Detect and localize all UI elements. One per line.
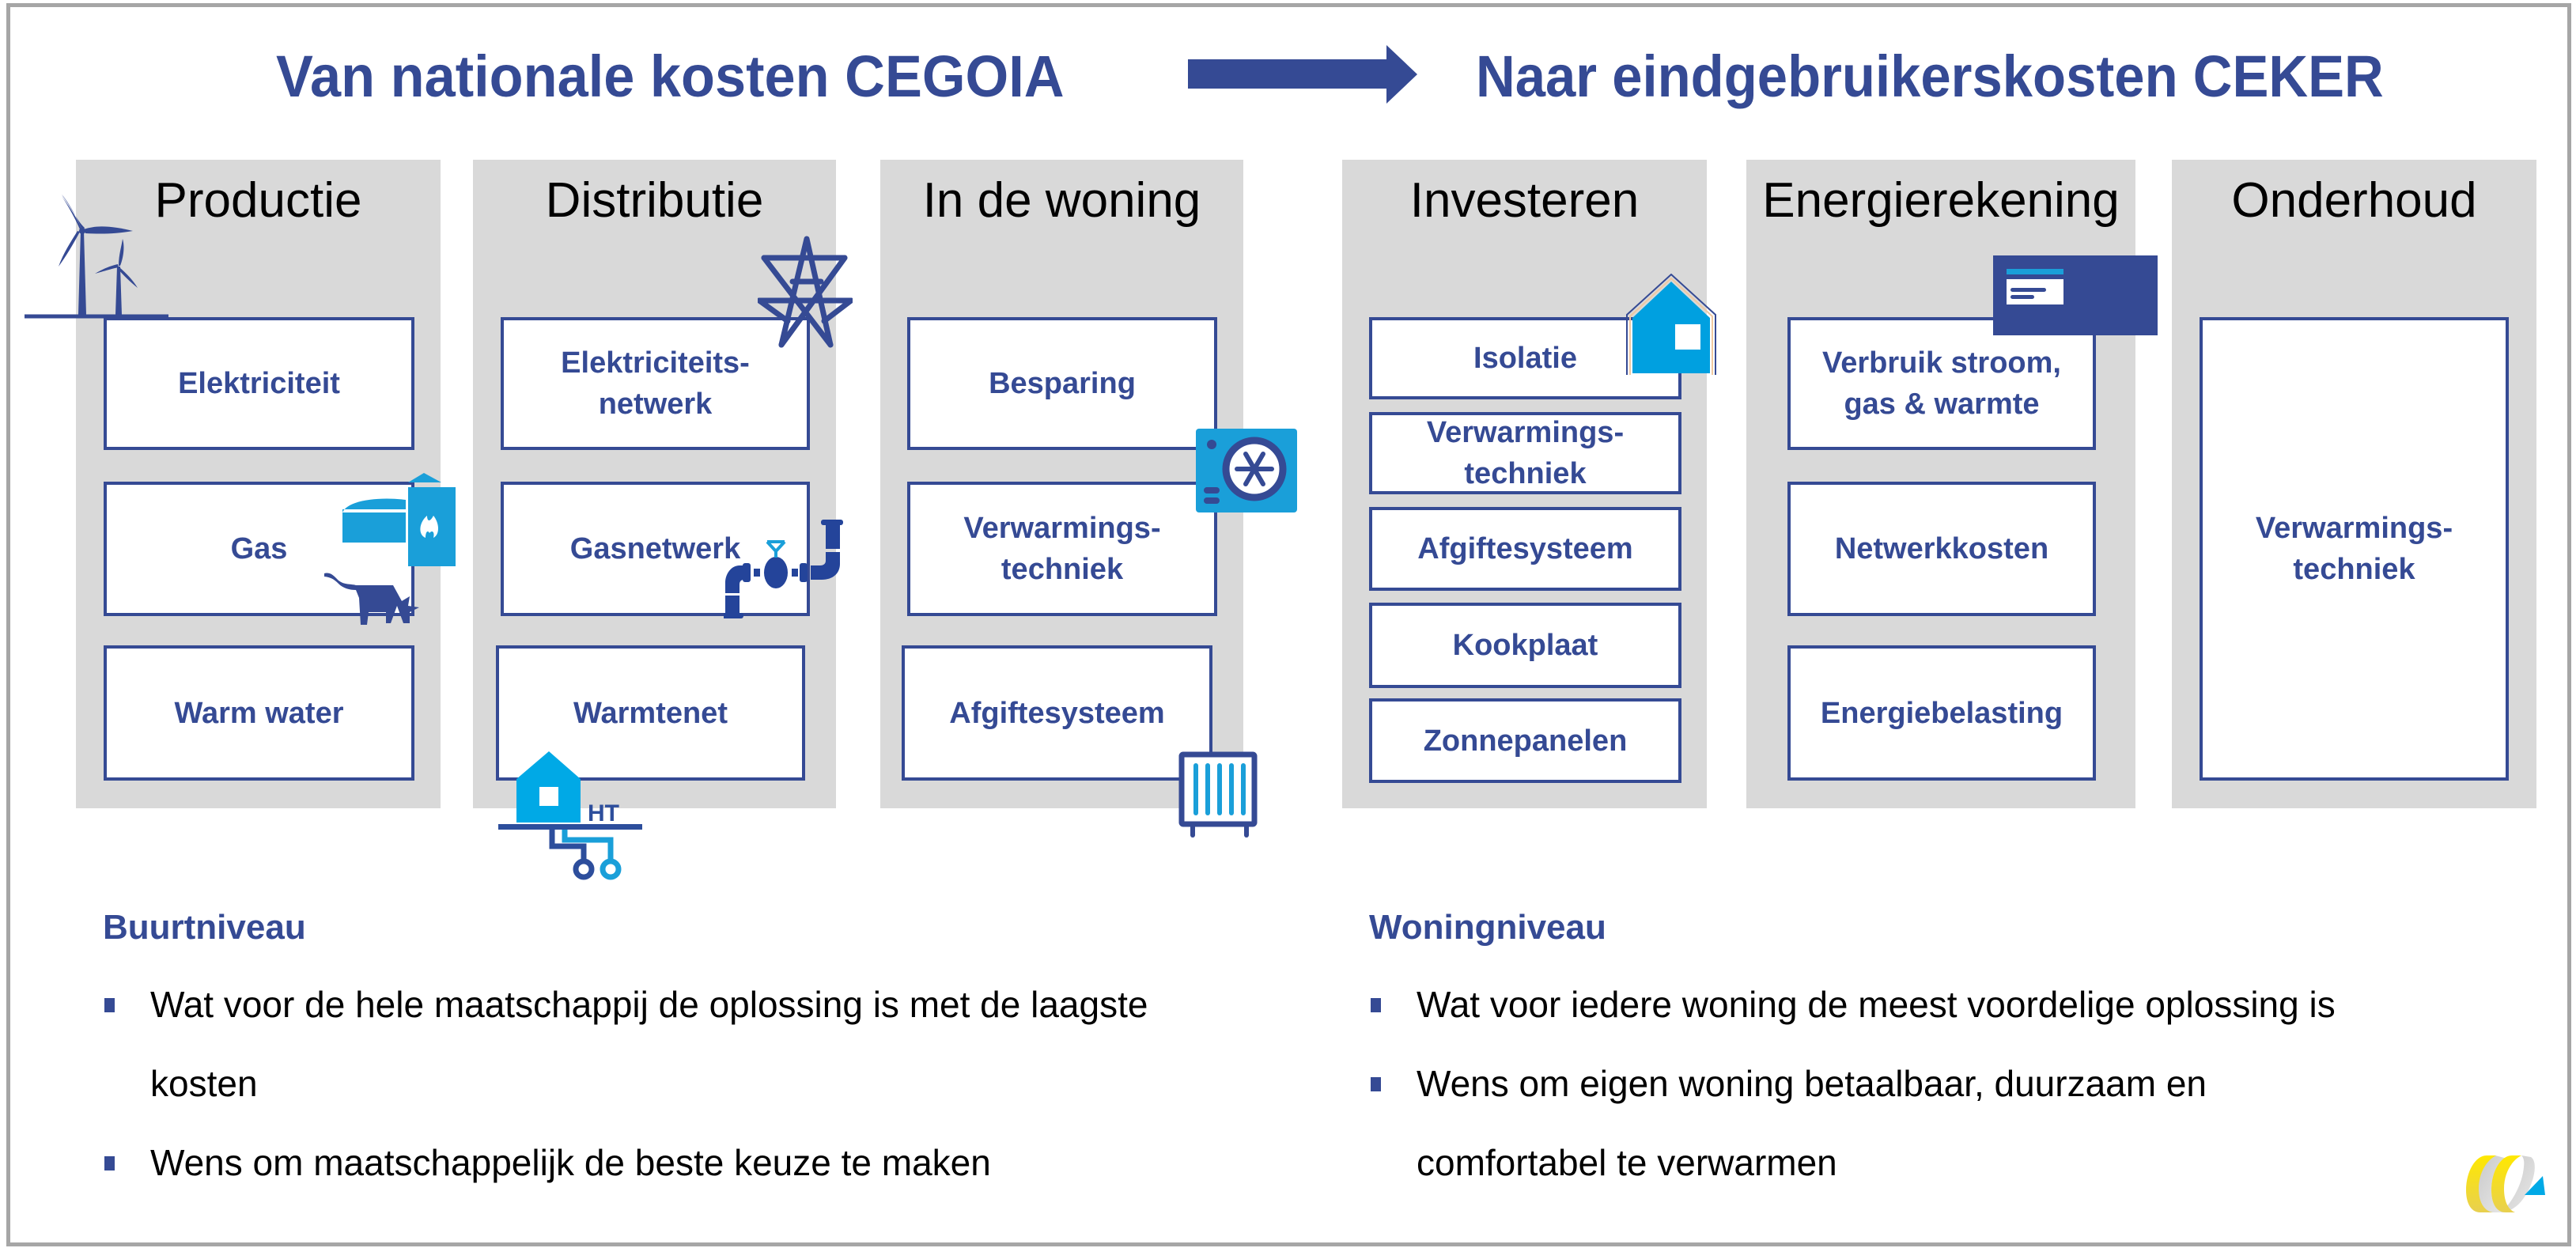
cost-item-kookplaat: Kookplaat [1369,603,1681,688]
power-pylon-icon [758,236,853,348]
cost-item-netwerkkosten: Netwerkkosten [1787,482,2096,616]
cost-item-afgiftesysteem: Afgiftesysteem [902,645,1212,781]
cost-item-warm-water: Warm water [104,645,414,781]
bullet-item: Wat voor iedere woning de meest voordeli… [1367,965,2491,1044]
heat-pump-icon [1196,429,1297,512]
section-title-buurtniveau: Buurtniveau [103,908,306,947]
column-title: Productie [154,173,362,228]
gas-pipe-valve-icon [724,520,843,618]
buurtniveau-bullet-list: Wat voor de hele maatschappij de oplossi… [101,965,1201,1202]
heat-network-house-icon: HT [498,751,642,880]
radiator-icon [1178,751,1258,838]
energy-bill-icon [1993,255,2158,335]
slide-frame [6,3,2571,1246]
bullet-item: Wens om eigen woning betaalbaar, duurzaa… [1367,1044,2326,1202]
cost-item-gasnetwerk: Gasnetwerk [501,482,810,616]
biogas-cow-icon [324,473,456,625]
column-title: Investeren [1409,173,1640,228]
cost-item-verwarmingstechniek-onderhoud: Verwarmings- techniek [2200,317,2509,781]
bullet-text: Wat voor de hele maatschappij de oplossi… [150,984,1148,1104]
right-title: Naar eindgebruikerskosten CEKER [1476,43,2384,109]
right-arrow-icon [1188,45,1417,104]
cost-item-verwarmingstechniek: Verwarmings- techniek [907,482,1217,616]
left-title: Van nationale kosten CEGOIA [276,43,1065,109]
cost-item-verwarmingstechniek: Verwarmings- techniek [1369,412,1681,494]
wind-turbine-icon [25,195,168,319]
column-title: Onderhoud [2231,173,2477,228]
cost-item-afgiftesysteem: Afgiftesysteem [1369,507,1681,591]
bullet-square-icon [1371,998,1381,1012]
woningniveau-bullet-list: Wat voor iedere woning de meest voordeli… [1367,965,2491,1202]
bullet-square-icon [104,1156,115,1170]
cost-item-elektriciteitsnetwerk: Elektriciteits- netwerk [501,317,810,450]
column-title: Distributie [545,173,764,228]
cost-item-zonnepanelen: Zonnepanelen [1369,698,1681,783]
cost-item-besparing: Besparing [907,317,1217,450]
section-title-woningniveau: Woningniveau [1369,908,1606,947]
bullet-text: Wens om eigen woning betaalbaar, duurzaa… [1417,1063,2207,1183]
cost-item-energiebelasting: Energiebelasting [1787,645,2096,781]
bullet-item: Wens om maatschappelijk de beste keuze t… [101,1123,1201,1202]
bullet-text: Wat voor iedere woning de meest voordeli… [1417,984,2336,1025]
cost-item-elektriciteit: Elektriciteit [104,317,414,450]
cost-item-verbruik: Verbruik stroom, gas & warmte [1787,317,2096,450]
column-title: In de woning [922,173,1201,228]
bullet-item: Wat voor de hele maatschappij de oplossi… [101,965,1201,1123]
column-title: Energierekening [1762,173,2120,228]
heat-network-label: HT [588,800,619,826]
insulated-house-icon [1626,274,1716,375]
company-logo-icon [2466,1155,2545,1212]
bullet-text: Wens om maatschappelijk de beste keuze t… [150,1142,991,1183]
bullet-square-icon [1371,1077,1381,1091]
bullet-square-icon [104,998,115,1012]
